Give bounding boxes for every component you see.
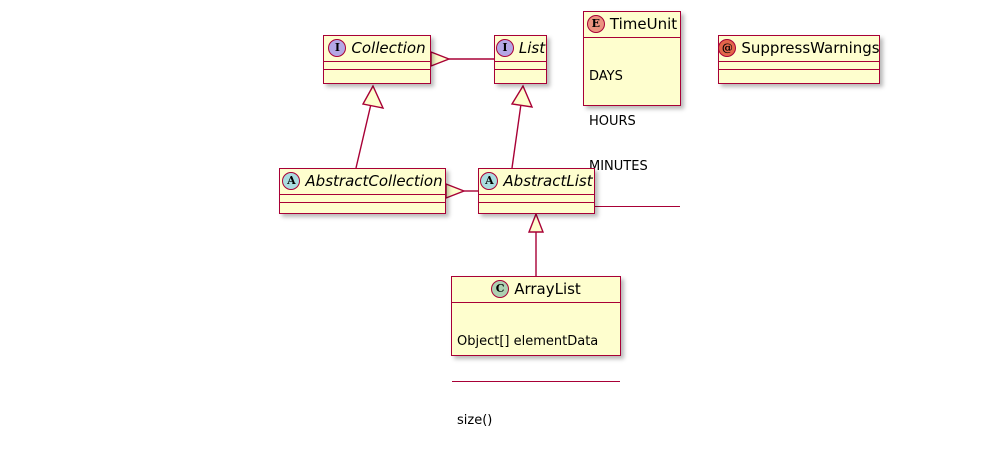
annotation-icon: @ xyxy=(718,39,737,57)
edge-list-to-collection xyxy=(430,50,494,68)
class-method: size() xyxy=(457,413,493,428)
node-collection-header: I Collection xyxy=(324,36,430,61)
node-collection-title: Collection xyxy=(351,38,426,57)
compartment-divider xyxy=(495,61,546,62)
compartment-divider xyxy=(584,37,680,38)
node-list-fields xyxy=(495,62,546,69)
node-arraylist-header: C ArrayList xyxy=(452,277,620,302)
compartment-divider xyxy=(479,202,594,203)
node-suppresswarnings-title: SuppressWarnings xyxy=(741,38,880,57)
node-abstractcollection-fields xyxy=(280,195,445,202)
node-suppresswarnings-header: @ SuppressWarnings xyxy=(718,36,880,61)
node-collection-fields xyxy=(324,62,430,69)
node-list[interactable]: I List xyxy=(494,35,547,84)
class-field: Object[] elementData xyxy=(457,334,599,349)
node-suppresswarnings-methods xyxy=(719,70,879,77)
node-arraylist[interactable]: C ArrayList Object[] elementData size() xyxy=(451,276,621,428)
compartment-divider xyxy=(719,69,879,70)
compartment-divider xyxy=(452,381,620,382)
node-abstractlist-title: AbstractList xyxy=(503,171,593,190)
abstract-icon: A xyxy=(480,172,499,190)
node-suppresswarnings[interactable]: @ SuppressWarnings xyxy=(718,35,880,84)
compartment-divider xyxy=(452,302,620,303)
edge-abstractcollection-to-collection xyxy=(355,84,385,169)
compartment-divider xyxy=(495,69,546,70)
compartment-divider xyxy=(324,69,430,70)
node-list-methods xyxy=(495,70,546,77)
edge-abstractlist-to-abstractcollection xyxy=(445,182,478,200)
node-timeunit-methods xyxy=(584,207,680,214)
node-abstractlist-header: A AbstractList xyxy=(479,169,594,194)
enum-constant: MINUTES xyxy=(589,159,648,174)
enum-constant: HOURS xyxy=(589,114,636,129)
interface-icon: I xyxy=(495,39,514,57)
interface-icon: I xyxy=(328,39,347,57)
compartment-divider xyxy=(280,202,445,203)
node-arraylist-title: ArrayList xyxy=(514,279,581,298)
enum-icon: E xyxy=(586,15,605,33)
node-abstractcollection-header: A AbstractCollection xyxy=(280,169,445,194)
abstract-icon: A xyxy=(282,172,301,190)
node-arraylist-fields: Object[] elementData xyxy=(452,303,620,381)
edge-abstractlist-to-list xyxy=(510,84,534,169)
node-list-title: List xyxy=(518,38,546,57)
edge-arraylist-to-abstractlist xyxy=(527,212,545,276)
class-icon: C xyxy=(491,280,510,298)
node-collection-methods xyxy=(324,70,430,77)
node-abstractcollection[interactable]: A AbstractCollection xyxy=(279,168,446,214)
compartment-divider xyxy=(479,194,594,195)
node-timeunit[interactable]: E TimeUnit DAYS HOURS MINUTES xyxy=(583,11,681,207)
compartment-divider xyxy=(280,194,445,195)
compartment-divider xyxy=(584,206,680,207)
node-timeunit-constants: DAYS HOURS MINUTES xyxy=(584,38,680,206)
node-arraylist-methods: size() xyxy=(452,382,620,460)
node-list-header: I List xyxy=(495,36,546,61)
node-abstractcollection-methods xyxy=(280,203,445,210)
node-abstractlist[interactable]: A AbstractList xyxy=(478,168,595,214)
node-abstractlist-fields xyxy=(479,195,594,202)
node-abstractlist-methods xyxy=(479,203,594,210)
diagram-canvas: I Collection I List E TimeUnit DAYS HOUR… xyxy=(279,11,880,428)
node-suppresswarnings-fields xyxy=(719,62,879,69)
node-timeunit-title: TimeUnit xyxy=(609,14,678,33)
enum-constant: DAYS xyxy=(589,69,623,84)
node-timeunit-header: E TimeUnit xyxy=(584,12,680,37)
node-abstractcollection-title: AbstractCollection xyxy=(305,171,443,190)
compartment-divider xyxy=(719,61,879,62)
node-collection[interactable]: I Collection xyxy=(323,35,431,84)
compartment-divider xyxy=(324,61,430,62)
